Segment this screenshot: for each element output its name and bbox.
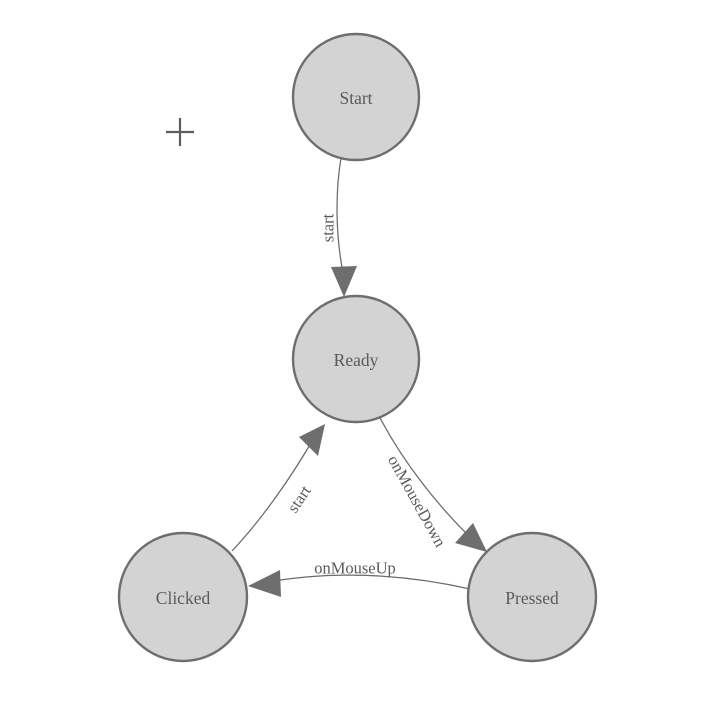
node-start[interactable]: Start [291, 32, 421, 162]
node-clicked-circle [117, 531, 249, 663]
edge-label-ready-to-pressed: onMouseDown [384, 452, 450, 550]
edge-ready-to-pressed[interactable]: onMouseDown [378, 415, 487, 552]
node-pressed[interactable]: Pressed [466, 531, 598, 663]
edge-label-start-to-ready: start [319, 213, 338, 242]
node-ready[interactable]: Ready [291, 294, 421, 424]
plus-marker[interactable] [166, 118, 194, 146]
arrowhead-pressed-to-clicked [248, 570, 281, 597]
node-pressed-circle [466, 531, 598, 663]
node-ready-label: Ready [334, 350, 379, 370]
node-clicked-label: Clicked [156, 588, 211, 608]
node-start-label: Start [339, 88, 372, 108]
node-clicked[interactable]: Clicked [117, 531, 249, 663]
edge-pressed-to-clicked[interactable]: onMouseUp [248, 559, 471, 598]
node-pressed-label: Pressed [505, 588, 559, 608]
edge-path-start-to-ready [336, 157, 345, 279]
arrowhead-ready-to-pressed [455, 523, 487, 552]
edge-label-clicked-to-ready: start [283, 482, 315, 517]
edge-path-pressed-to-clicked [267, 574, 471, 590]
edge-path-ready-to-pressed [378, 415, 473, 540]
edge-start-to-ready[interactable]: start [319, 157, 358, 297]
edge-label-pressed-to-clicked: onMouseUp [314, 559, 396, 578]
edge-path-clicked-to-ready [231, 442, 312, 552]
arrowhead-start-to-ready [331, 266, 357, 297]
node-ready-circle [291, 294, 421, 424]
edge-clicked-to-ready[interactable]: start [231, 424, 325, 552]
node-start-circle [291, 32, 421, 162]
arrowhead-clicked-to-ready [299, 424, 325, 456]
